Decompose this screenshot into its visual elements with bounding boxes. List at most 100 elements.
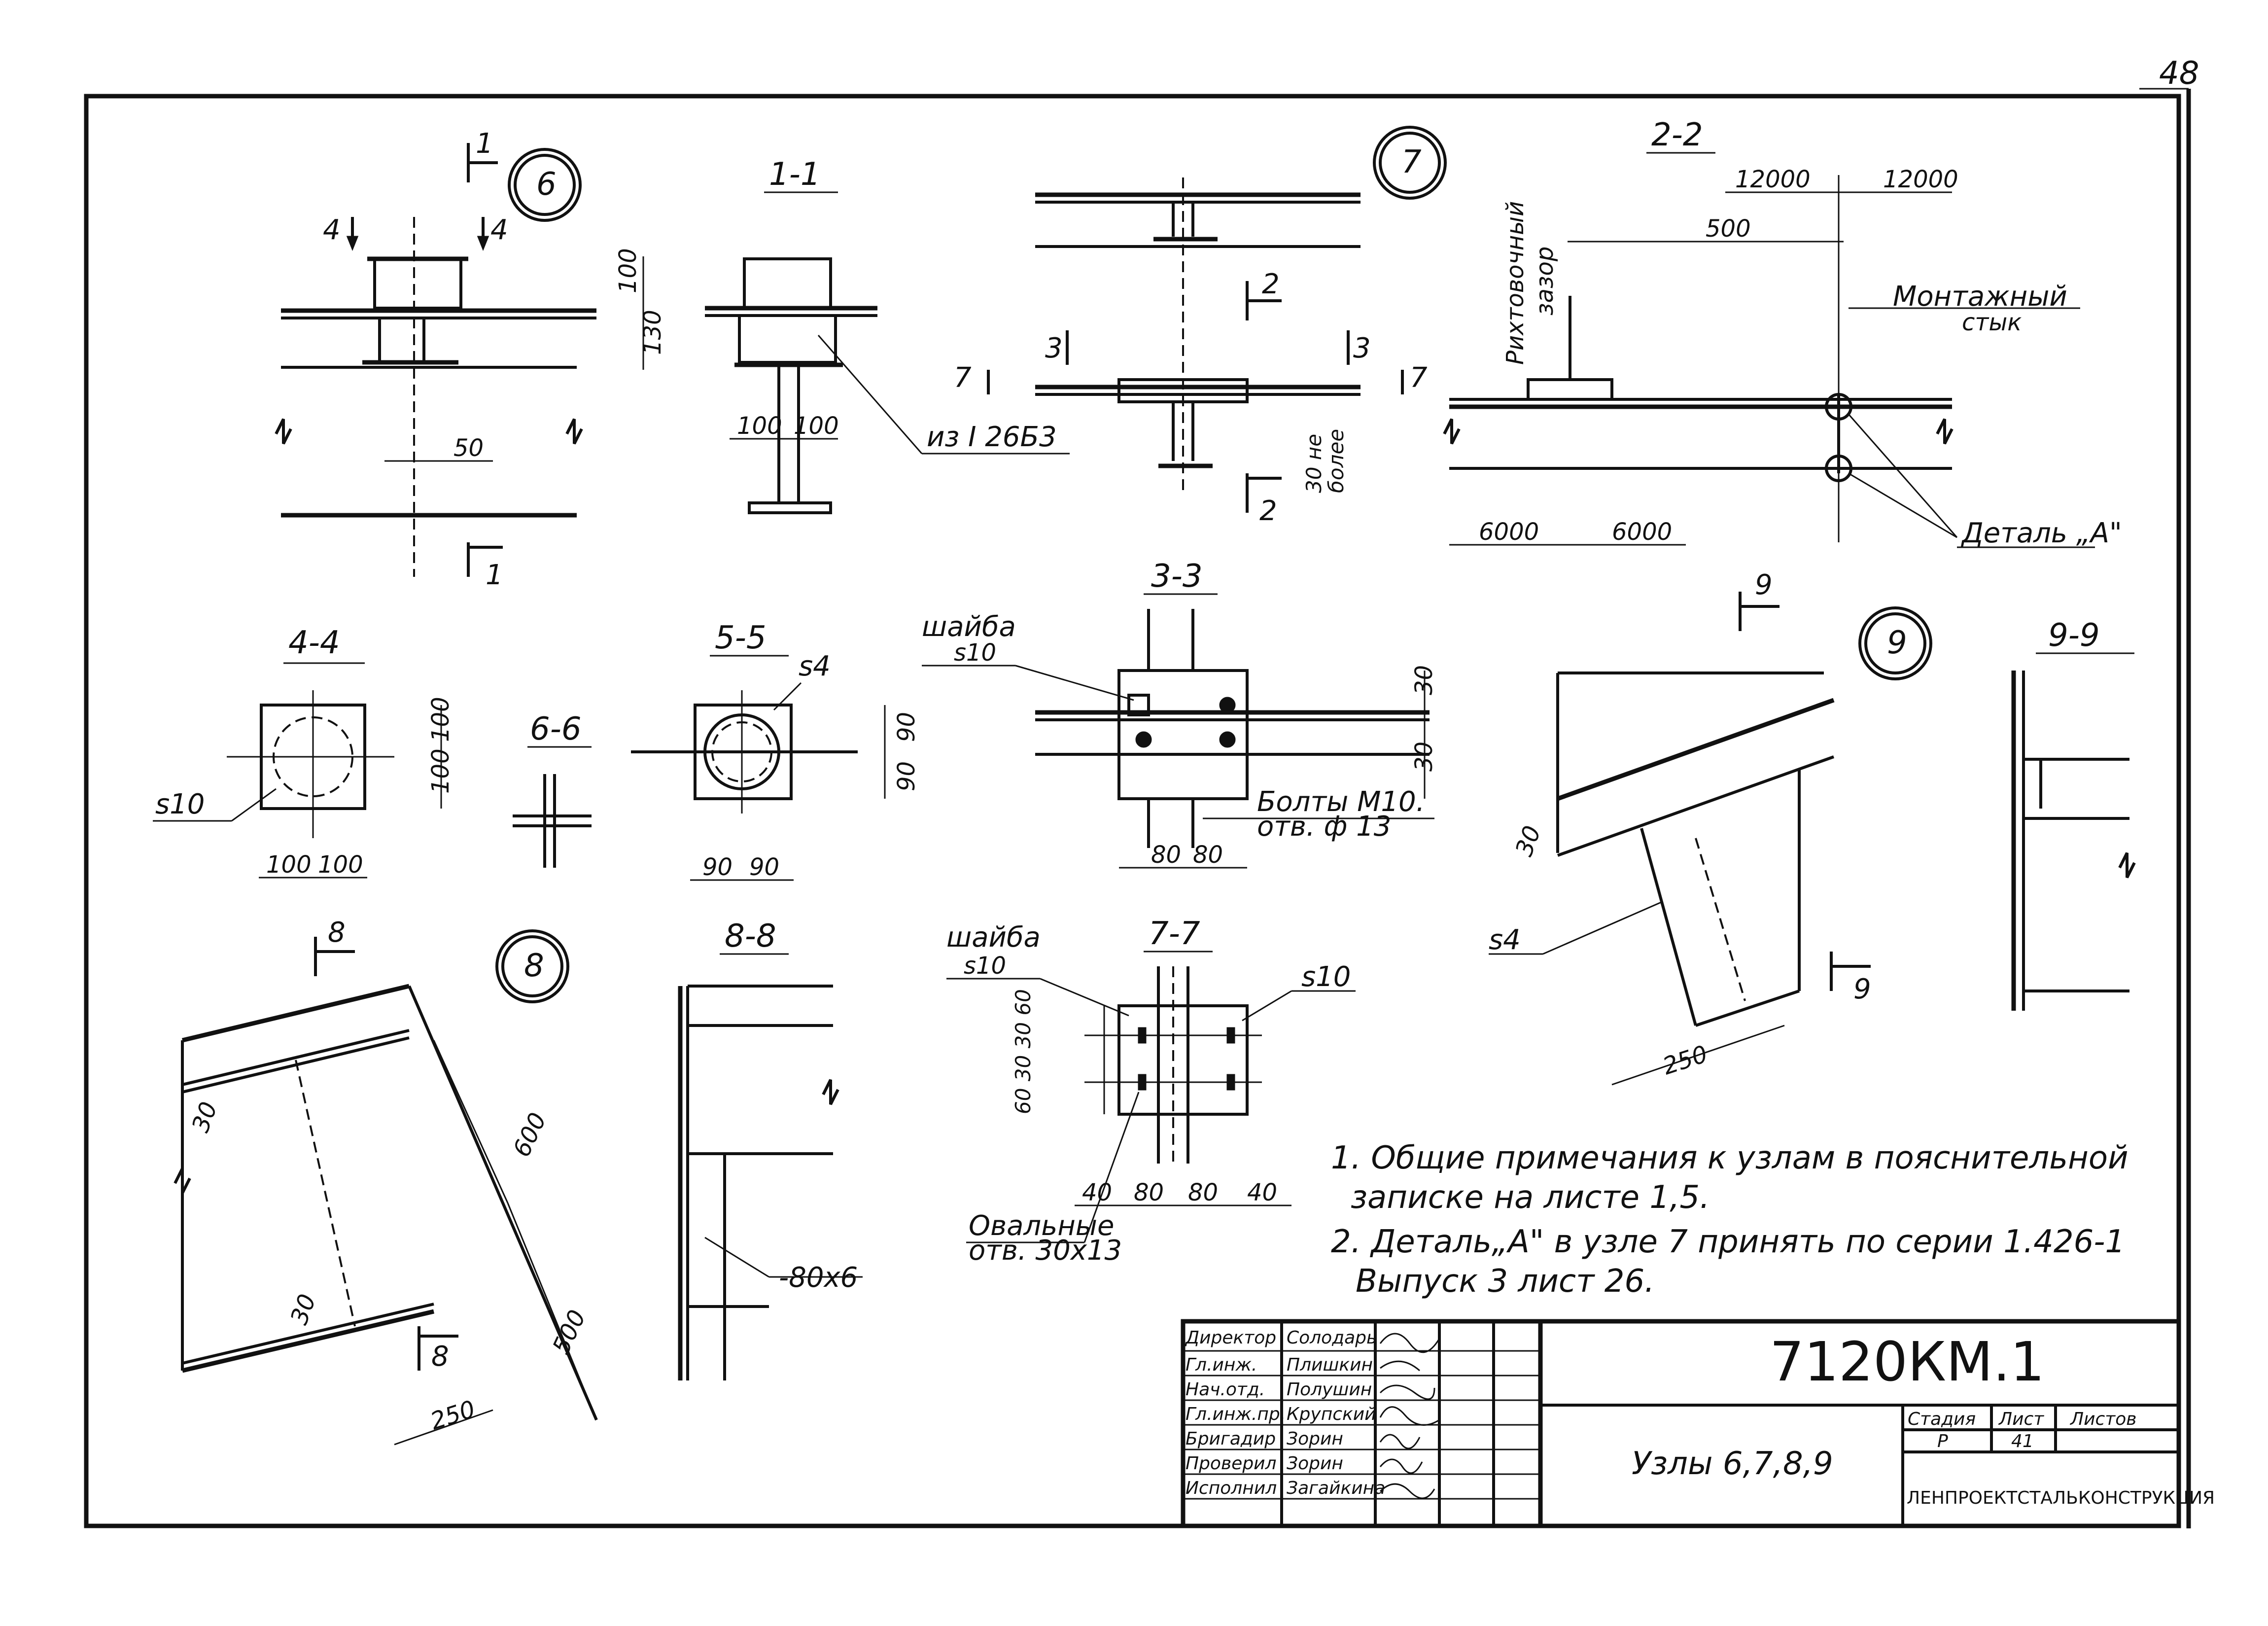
section-8-8-title: 8-8 xyxy=(725,918,776,954)
svg-text:30 не: 30 не xyxy=(1302,434,1326,493)
svg-text:4: 4 xyxy=(490,214,508,246)
section-2-2: 2-2 12000 12000 500 Рихтовочный зазор Мо… xyxy=(1443,117,2122,549)
svg-text:3: 3 xyxy=(1045,332,1063,364)
section-8-8: 8-8 -80х6 xyxy=(678,918,863,1380)
section-1-1-title: 1-1 xyxy=(769,156,821,193)
svg-text:500: 500 xyxy=(547,1306,591,1358)
svg-text:12000: 12000 xyxy=(1735,166,1811,193)
svg-text:из I 26Б3: из I 26Б3 xyxy=(927,421,1057,453)
section-3-3: 3-3 шайба s10 30 30 Болты М10. отв. ф 13… xyxy=(922,558,1438,869)
svg-text:s10: s10 xyxy=(1301,961,1351,993)
section-7-7-title: 7-7 xyxy=(1149,916,1200,952)
svg-text:130: 130 xyxy=(639,310,666,355)
svg-text:90: 90 xyxy=(702,853,733,881)
svg-text:100: 100 xyxy=(737,412,782,440)
node-6-marker: 6 xyxy=(536,166,557,203)
svg-text:250: 250 xyxy=(427,1395,478,1436)
note-line-1: 1. Общие примечания к узлам в пояснитель… xyxy=(1331,1140,2128,1176)
svg-text:6000: 6000 xyxy=(1479,518,1539,546)
svg-text:4: 4 xyxy=(323,214,341,246)
section-1-1: 1-1 100 100 из I 26Б3 xyxy=(705,156,1070,514)
section-2-2-title: 2-2 xyxy=(1651,117,1703,153)
svg-text:s10: s10 xyxy=(155,788,205,820)
svg-text:9: 9 xyxy=(1755,569,1773,601)
node-9-marker: 9 xyxy=(1887,625,1907,661)
svg-text:40: 40 xyxy=(1247,1179,1277,1206)
section-9-9-title: 9-9 xyxy=(2048,617,2100,654)
section-7-7: 7-7 шайба s10 s10 60 30 30 60 40 80 80 4… xyxy=(946,916,1356,1267)
svg-text:Крупский: Крупский xyxy=(1287,1404,1376,1424)
svg-text:7: 7 xyxy=(1410,362,1428,394)
svg-text:6000: 6000 xyxy=(1612,518,1672,546)
svg-text:Зорин: Зорин xyxy=(1287,1429,1343,1449)
svg-text:Директор: Директор xyxy=(1185,1328,1276,1348)
svg-text:8: 8 xyxy=(328,917,346,949)
svg-text:s4: s4 xyxy=(1489,924,1521,956)
svg-text:Монтажный: Монтажный xyxy=(1893,281,2067,313)
general-notes: 1. Общие примечания к узлам в пояснитель… xyxy=(1331,1140,2128,1300)
svg-text:3: 3 xyxy=(1353,332,1371,364)
svg-text:100: 100 xyxy=(266,851,312,879)
section-6-6-title: 6-6 xyxy=(530,711,582,747)
svg-text:80: 80 xyxy=(1151,841,1181,869)
svg-text:1: 1 xyxy=(476,128,493,160)
svg-text:41: 41 xyxy=(2011,1431,2034,1451)
node-7-marker: 7 xyxy=(1401,144,1422,180)
svg-text:Листов: Листов xyxy=(2069,1409,2136,1429)
svg-text:Проверил: Проверил xyxy=(1186,1453,1277,1474)
section-3-3-title: 3-3 xyxy=(1151,558,1203,595)
svg-text:9: 9 xyxy=(1853,973,1871,1005)
section-5-5: 5-5 s4 90 90 90 90 xyxy=(631,620,920,881)
svg-text:100: 100 xyxy=(614,248,642,293)
svg-text:7: 7 xyxy=(954,362,972,394)
svg-text:2: 2 xyxy=(1259,495,1277,527)
svg-text:2: 2 xyxy=(1262,268,1280,300)
svg-text:90: 90 xyxy=(749,853,779,881)
section-9-9: 9-9 xyxy=(2011,617,2136,1011)
svg-text:Лист: Лист xyxy=(1998,1409,2044,1429)
svg-text:12000: 12000 xyxy=(1883,166,1958,193)
svg-text:Гл.инж.пр.: Гл.инж.пр. xyxy=(1186,1404,1286,1424)
svg-text:250: 250 xyxy=(1659,1040,1710,1081)
note-line-2: записке на листе 1,5. xyxy=(1351,1179,1710,1216)
sheet-frame xyxy=(84,94,2181,1528)
svg-text:Деталь „А": Деталь „А" xyxy=(1960,517,2122,549)
svg-text:Р: Р xyxy=(1937,1431,1948,1451)
svg-text:Болты М10.: Болты М10. xyxy=(1257,786,1425,818)
svg-text:40: 40 xyxy=(1082,1179,1112,1206)
section-4-4: 4-4 s10 100 100 100 100 xyxy=(153,625,454,879)
svg-text:100: 100 xyxy=(318,851,363,879)
node-8-view: 8 8 8 30 30 600 500 250 xyxy=(174,917,598,1446)
svg-text:1: 1 xyxy=(486,559,503,591)
svg-text:зазор: зазор xyxy=(1531,247,1559,316)
section-6-6: 6-6 xyxy=(513,711,592,868)
svg-text:90: 90 xyxy=(893,712,920,742)
svg-text:30: 30 xyxy=(187,1098,223,1136)
svg-text:500: 500 xyxy=(1706,215,1751,243)
svg-text:30: 30 xyxy=(285,1291,322,1329)
svg-text:более: более xyxy=(1324,429,1348,493)
node-6-view: 6 1 1 4 4 100 130 50 xyxy=(275,128,666,591)
svg-text:80: 80 xyxy=(1193,841,1223,869)
svg-text:8: 8 xyxy=(431,1341,449,1373)
svg-text:Загайкина: Загайкина xyxy=(1287,1478,1385,1498)
page-number: 48 xyxy=(2159,55,2199,92)
svg-text:Стадия: Стадия xyxy=(1908,1409,1976,1429)
svg-text:50: 50 xyxy=(454,434,484,462)
svg-text:80: 80 xyxy=(1188,1179,1218,1206)
svg-text:s4: s4 xyxy=(799,650,831,682)
section-5-5-title: 5-5 xyxy=(715,620,767,656)
document-code: 7120КМ.1 xyxy=(1770,1330,2045,1393)
svg-text:90: 90 xyxy=(893,761,920,791)
organization-name: ЛЕНПРОЕКТСТАЛЬКОНСТРУКЦИЯ xyxy=(1907,1488,2215,1508)
svg-text:Плишкин: Плишкин xyxy=(1287,1355,1373,1375)
svg-text:шайба: шайба xyxy=(946,921,1041,954)
sheet-title: Узлы 6,7,8,9 xyxy=(1632,1446,1833,1482)
svg-text:Нач.отд.: Нач.отд. xyxy=(1186,1379,1265,1400)
node-9-view: 9 9 9 30 s4 250 xyxy=(1489,569,1932,1086)
svg-text:s10: s10 xyxy=(964,952,1006,980)
note-line-4: Выпуск 3 лист 26. xyxy=(1356,1263,1655,1300)
svg-text:Солодарь: Солодарь xyxy=(1287,1328,1377,1348)
svg-text:100: 100 xyxy=(427,748,454,794)
